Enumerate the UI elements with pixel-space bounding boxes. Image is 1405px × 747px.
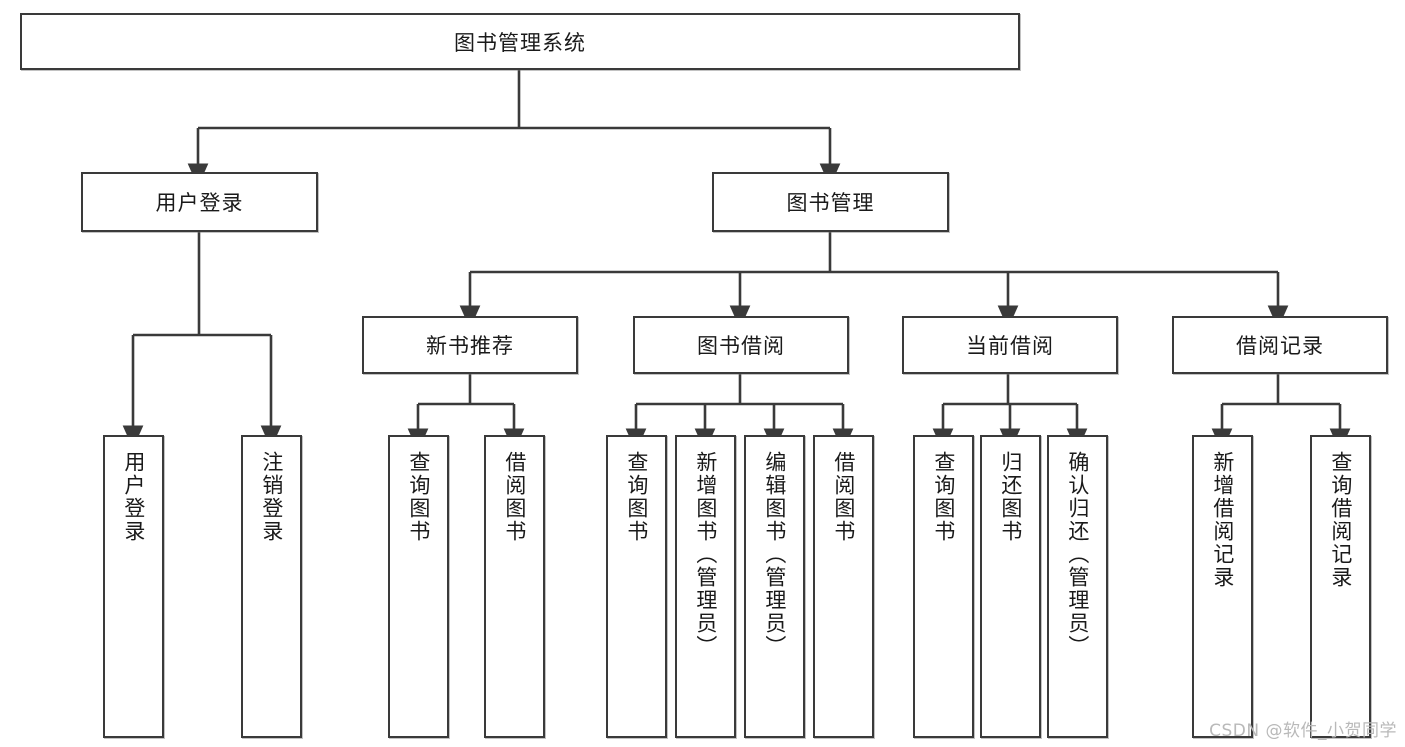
node-borrow-record-label: 借阅记录 bbox=[1236, 334, 1324, 358]
node-leaf-borrow-query-label: 查询图书 bbox=[624, 451, 649, 543]
node-book-manage[interactable]: 图书管理 bbox=[712, 172, 949, 232]
node-leaf-new-book-borrow-label: 借阅图书 bbox=[502, 451, 527, 543]
node-root-label: 图书管理系统 bbox=[454, 30, 586, 55]
node-leaf-confirm-return-label: 确认归还（管理员） bbox=[1065, 451, 1090, 658]
node-leaf-new-book-borrow[interactable]: 借阅图书 bbox=[484, 435, 545, 738]
node-root[interactable]: 图书管理系统 bbox=[20, 13, 1020, 70]
node-leaf-add-borrow-record[interactable]: 新增借阅记录 bbox=[1192, 435, 1253, 738]
node-leaf-confirm-return[interactable]: 确认归还（管理员） bbox=[1047, 435, 1108, 738]
node-leaf-borrow-book-label: 借阅图书 bbox=[831, 451, 856, 543]
node-leaf-add-borrow-record-label: 新增借阅记录 bbox=[1210, 451, 1235, 589]
node-leaf-borrow-book[interactable]: 借阅图书 bbox=[813, 435, 874, 738]
node-current-borrow-label: 当前借阅 bbox=[966, 334, 1054, 358]
node-leaf-borrow-edit-book-label: 编辑图书（管理员） bbox=[762, 451, 787, 658]
node-leaf-borrow-add-book[interactable]: 新增图书（管理员） bbox=[675, 435, 736, 738]
node-user-login[interactable]: 用户登录 bbox=[81, 172, 318, 232]
node-new-book-recommend-label: 新书推荐 bbox=[426, 334, 514, 358]
node-leaf-return-book-label: 归还图书 bbox=[998, 451, 1023, 543]
node-leaf-new-book-query-label: 查询图书 bbox=[406, 451, 431, 543]
node-leaf-current-query-label: 查询图书 bbox=[931, 451, 956, 543]
node-borrow-record[interactable]: 借阅记录 bbox=[1172, 316, 1388, 374]
node-book-borrow[interactable]: 图书借阅 bbox=[633, 316, 849, 374]
node-leaf-user-login[interactable]: 用户登录 bbox=[103, 435, 164, 738]
watermark: CSDN @软件_小贺同学 bbox=[1209, 721, 1397, 741]
node-leaf-borrow-query[interactable]: 查询图书 bbox=[606, 435, 667, 738]
node-leaf-query-borrow-record-label: 查询借阅记录 bbox=[1328, 451, 1353, 589]
node-leaf-new-book-query[interactable]: 查询图书 bbox=[388, 435, 449, 738]
node-book-manage-label: 图书管理 bbox=[786, 191, 875, 215]
node-leaf-query-borrow-record[interactable]: 查询借阅记录 bbox=[1310, 435, 1371, 738]
node-leaf-borrow-add-book-label: 新增图书（管理员） bbox=[693, 451, 718, 658]
node-user-login-label: 用户登录 bbox=[155, 191, 244, 215]
node-new-book-recommend[interactable]: 新书推荐 bbox=[362, 316, 578, 374]
node-leaf-user-login-label: 用户登录 bbox=[121, 451, 146, 543]
node-leaf-borrow-edit-book[interactable]: 编辑图书（管理员） bbox=[744, 435, 805, 738]
node-leaf-logout-label: 注销登录 bbox=[259, 451, 284, 543]
node-leaf-current-query[interactable]: 查询图书 bbox=[913, 435, 974, 738]
node-current-borrow[interactable]: 当前借阅 bbox=[902, 316, 1118, 374]
node-leaf-logout[interactable]: 注销登录 bbox=[241, 435, 302, 738]
node-book-borrow-label: 图书借阅 bbox=[697, 334, 785, 358]
node-leaf-return-book[interactable]: 归还图书 bbox=[980, 435, 1041, 738]
